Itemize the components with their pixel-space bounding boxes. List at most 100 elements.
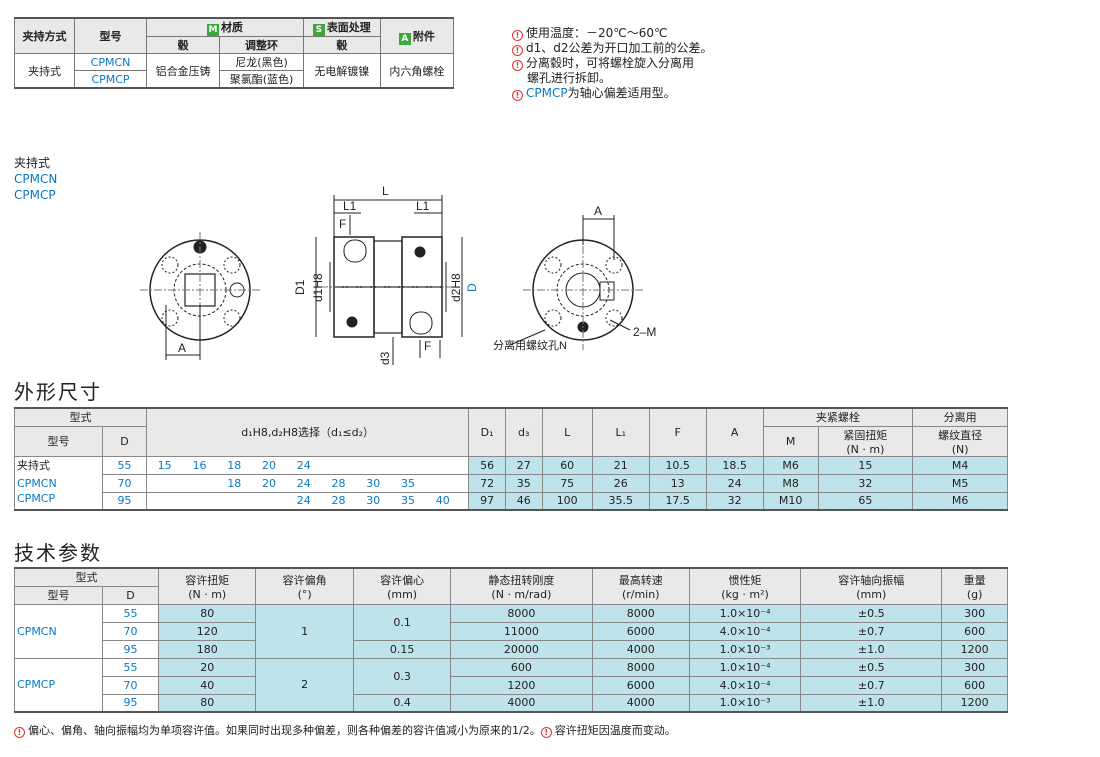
two-m-label: 2–M	[633, 325, 656, 339]
surface-label: 表面处理	[326, 21, 371, 34]
note-text: d1、d2公差为开口加工前的公差。	[526, 41, 713, 55]
warning-icon: !	[512, 60, 523, 71]
dims-h-bolt: 夹紧螺栓	[762, 407, 914, 427]
tech-h-inertia: 惯性矩(kg · m²)	[688, 567, 802, 605]
dims-cell: 10.5	[648, 455, 707, 475]
tech-h-type: 型式	[14, 567, 159, 587]
dim-F2: F	[424, 339, 431, 353]
warning-icon: !	[14, 727, 25, 738]
tech-h-stiff-unit: (N · m/rad)	[491, 587, 552, 601]
hub-material: 铝合金压铸	[145, 53, 221, 89]
tech-cpmcp: CPMCP	[14, 657, 103, 713]
tech-cell: 4.0×10⁻⁴	[688, 621, 802, 641]
dims-label3: CPMCP	[14, 492, 103, 511]
dims-h-sep3: (N)	[951, 442, 969, 456]
warning-icon: !	[540, 727, 552, 738]
tech-cell: ±0.7	[800, 675, 943, 695]
technical-drawing: L L1 L1 F F A A D1 d1H8 d2H8 D d3 分离用螺纹孔…	[140, 184, 656, 365]
dims-h-torque-label: 紧固扭矩	[843, 428, 888, 442]
dims-cell: 24	[705, 473, 764, 493]
sel-cell: 28	[321, 491, 356, 510]
material-label: 材质	[220, 21, 243, 34]
tech-angle-n: 1	[255, 603, 354, 659]
tech-h-speed: 最高转速(r/min)	[591, 567, 690, 605]
tech-h-angle-unit: (°)	[297, 587, 312, 601]
note-text: 为轴心偏差适用型。	[567, 86, 676, 100]
tech-cell: 80	[157, 603, 257, 623]
sel-cell	[146, 491, 183, 510]
tech-cell: 180	[157, 639, 257, 659]
tech-cell: 1200	[941, 693, 1008, 713]
tech-cell: 4.0×10⁻⁴	[688, 675, 802, 695]
tech-cell: 1.0×10⁻⁴	[688, 603, 802, 623]
tech-h-torque-label: 容许扭矩	[185, 573, 230, 587]
note-item: !使用温度：－20℃～60℃	[512, 26, 713, 41]
col-clamp: 夹持方式	[14, 17, 75, 54]
dims-h-torque: 紧固扭矩(N · m)	[817, 425, 914, 457]
sel-cell	[216, 491, 252, 510]
sel-cell	[146, 473, 183, 492]
tech-cell: 1.0×10⁻⁴	[688, 657, 802, 677]
dims-cell: 35	[504, 473, 543, 493]
tech-h-ecc-unit: (mm)	[387, 587, 418, 601]
tech-angle-p: 2	[255, 657, 354, 713]
tech-row: 95 180 0.15 20000 4000 1.0×10⁻³ ±1.0 120…	[15, 639, 1008, 659]
tech-cell: 300	[941, 657, 1008, 677]
sel-cell	[425, 473, 461, 492]
tech-cell: 1.0×10⁻³	[688, 693, 802, 713]
sel-cell	[460, 491, 470, 510]
note-item: !分离毂时，可将螺栓旋入分离用	[512, 56, 713, 71]
tech-cell: 40	[157, 675, 257, 695]
tech-cell: 4000	[450, 693, 593, 713]
sel-cell: 15	[146, 455, 183, 474]
tech-h-ecc-label: 容许偏心	[380, 573, 425, 587]
tech-cell: 11000	[450, 621, 593, 641]
tech-cell: 600	[941, 675, 1008, 695]
tech-table: 型式 容许扭矩(N · m) 容许偏角(°) 容许偏心(mm) 静态扭转刚度(N…	[14, 567, 1008, 713]
dim-F: F	[339, 217, 346, 231]
tech-D: 95	[102, 693, 159, 713]
tech-cell: ±0.5	[800, 657, 943, 677]
tech-cell: ±1.0	[800, 639, 943, 659]
sel-cell	[425, 455, 461, 474]
dims-cell: M6	[912, 491, 1008, 511]
warning-icon: !	[512, 45, 523, 56]
tech-cell: 120	[157, 621, 257, 641]
dim-d1: d1H8	[311, 273, 325, 302]
tech-h-weight-unit: (g)	[966, 587, 983, 601]
dims-cell: 46	[504, 491, 543, 511]
sel-cell	[355, 455, 391, 474]
dims-cell: M6	[762, 455, 819, 475]
dims-row: 夹持式 55 15 16 18 20 24 56 27 60 21 10.5 1…	[14, 455, 1008, 475]
dims-cell: 26	[591, 473, 650, 493]
sel-cell: 30	[355, 473, 391, 492]
sel-cell: 35	[390, 491, 426, 510]
tech-cell: 1200	[941, 639, 1008, 659]
sel-cell: 24	[286, 473, 322, 492]
dims-h-D: D	[102, 425, 147, 457]
dims-cell: 56	[468, 455, 506, 475]
dims-cell: 21	[591, 455, 650, 475]
dim-A2: A	[594, 204, 602, 218]
tech-cell: 1.0×10⁻³	[688, 639, 802, 659]
sub-ring: 调整环	[219, 36, 304, 54]
dims-cell: 32	[817, 473, 914, 493]
dims-cell: 100	[541, 491, 593, 511]
sel-cell: 20	[251, 455, 287, 474]
dims-cell: 97	[468, 491, 506, 511]
sel-cell	[321, 455, 356, 474]
model-cpmcn: CPMCN	[74, 53, 147, 71]
tech-h-torque-unit: (N · m)	[188, 587, 227, 601]
tech-cell: ±0.5	[800, 603, 943, 623]
sel-cell: 28	[321, 473, 356, 492]
dims-cell: M8	[762, 473, 819, 493]
tech-D: 55	[102, 603, 159, 623]
tech-cell: 80	[157, 693, 257, 713]
dims-D: 55	[102, 455, 147, 475]
surface-badge: S	[312, 24, 325, 36]
tech-cell: 8000	[450, 603, 593, 623]
sel-cell: 35	[390, 473, 426, 492]
note-item: !CPMCP为轴心偏差适用型。	[512, 86, 713, 101]
tech-h-axial-label: 容许轴向振幅	[838, 573, 905, 587]
